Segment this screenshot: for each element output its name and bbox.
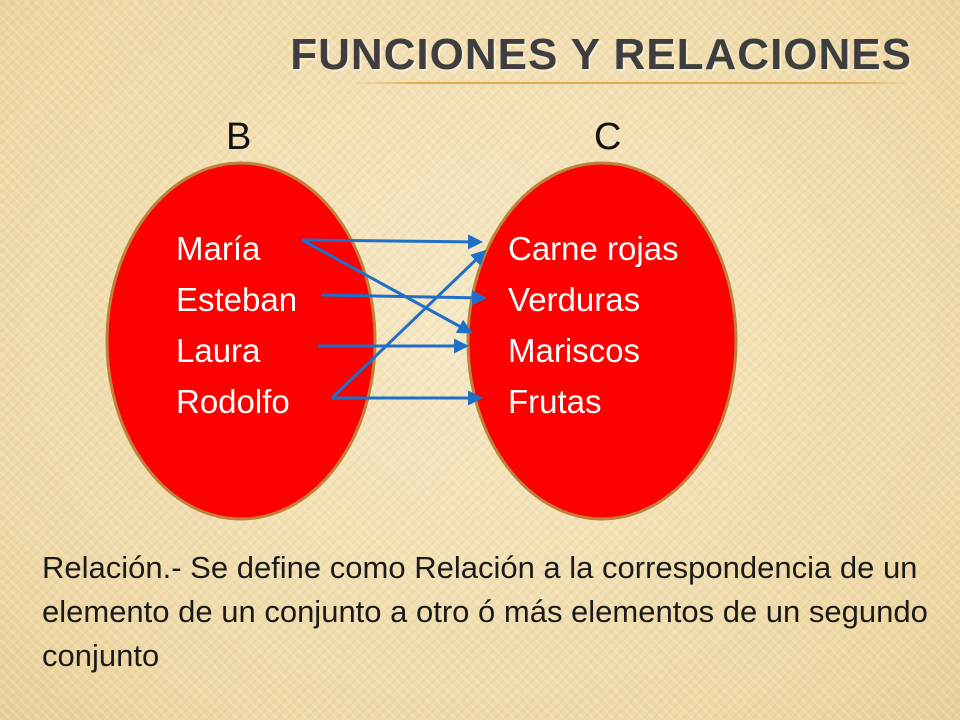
set-label-b: B [226,116,252,158]
relation-definition: Relación.- Se define como Relación a la … [42,546,942,678]
relation-arrow [321,290,487,306]
relation-arrow [301,238,473,334]
set-c-element: Mariscos [508,332,641,369]
definition-text: Se define como Relación a la corresponde… [42,550,928,673]
set-c-element: Carne rojas [508,230,679,267]
relation-arrow [301,234,483,250]
title-underline [352,82,912,84]
relation-arrow [330,249,487,400]
set-c-element: Verduras [508,281,641,318]
slide-title: Funciones y relaciones [290,30,912,79]
relation-arrows [301,234,487,406]
set-b-element: María [176,230,261,267]
set-b-ellipse [105,161,377,521]
set-b-element: Laura [176,332,261,369]
set-c-element: Frutas [508,383,602,420]
set-label-c: C [594,116,622,158]
set-b-element: Esteban [176,281,298,318]
definition-term: Relación.- [42,550,182,585]
set-b-element: Rodolfo [176,383,290,420]
